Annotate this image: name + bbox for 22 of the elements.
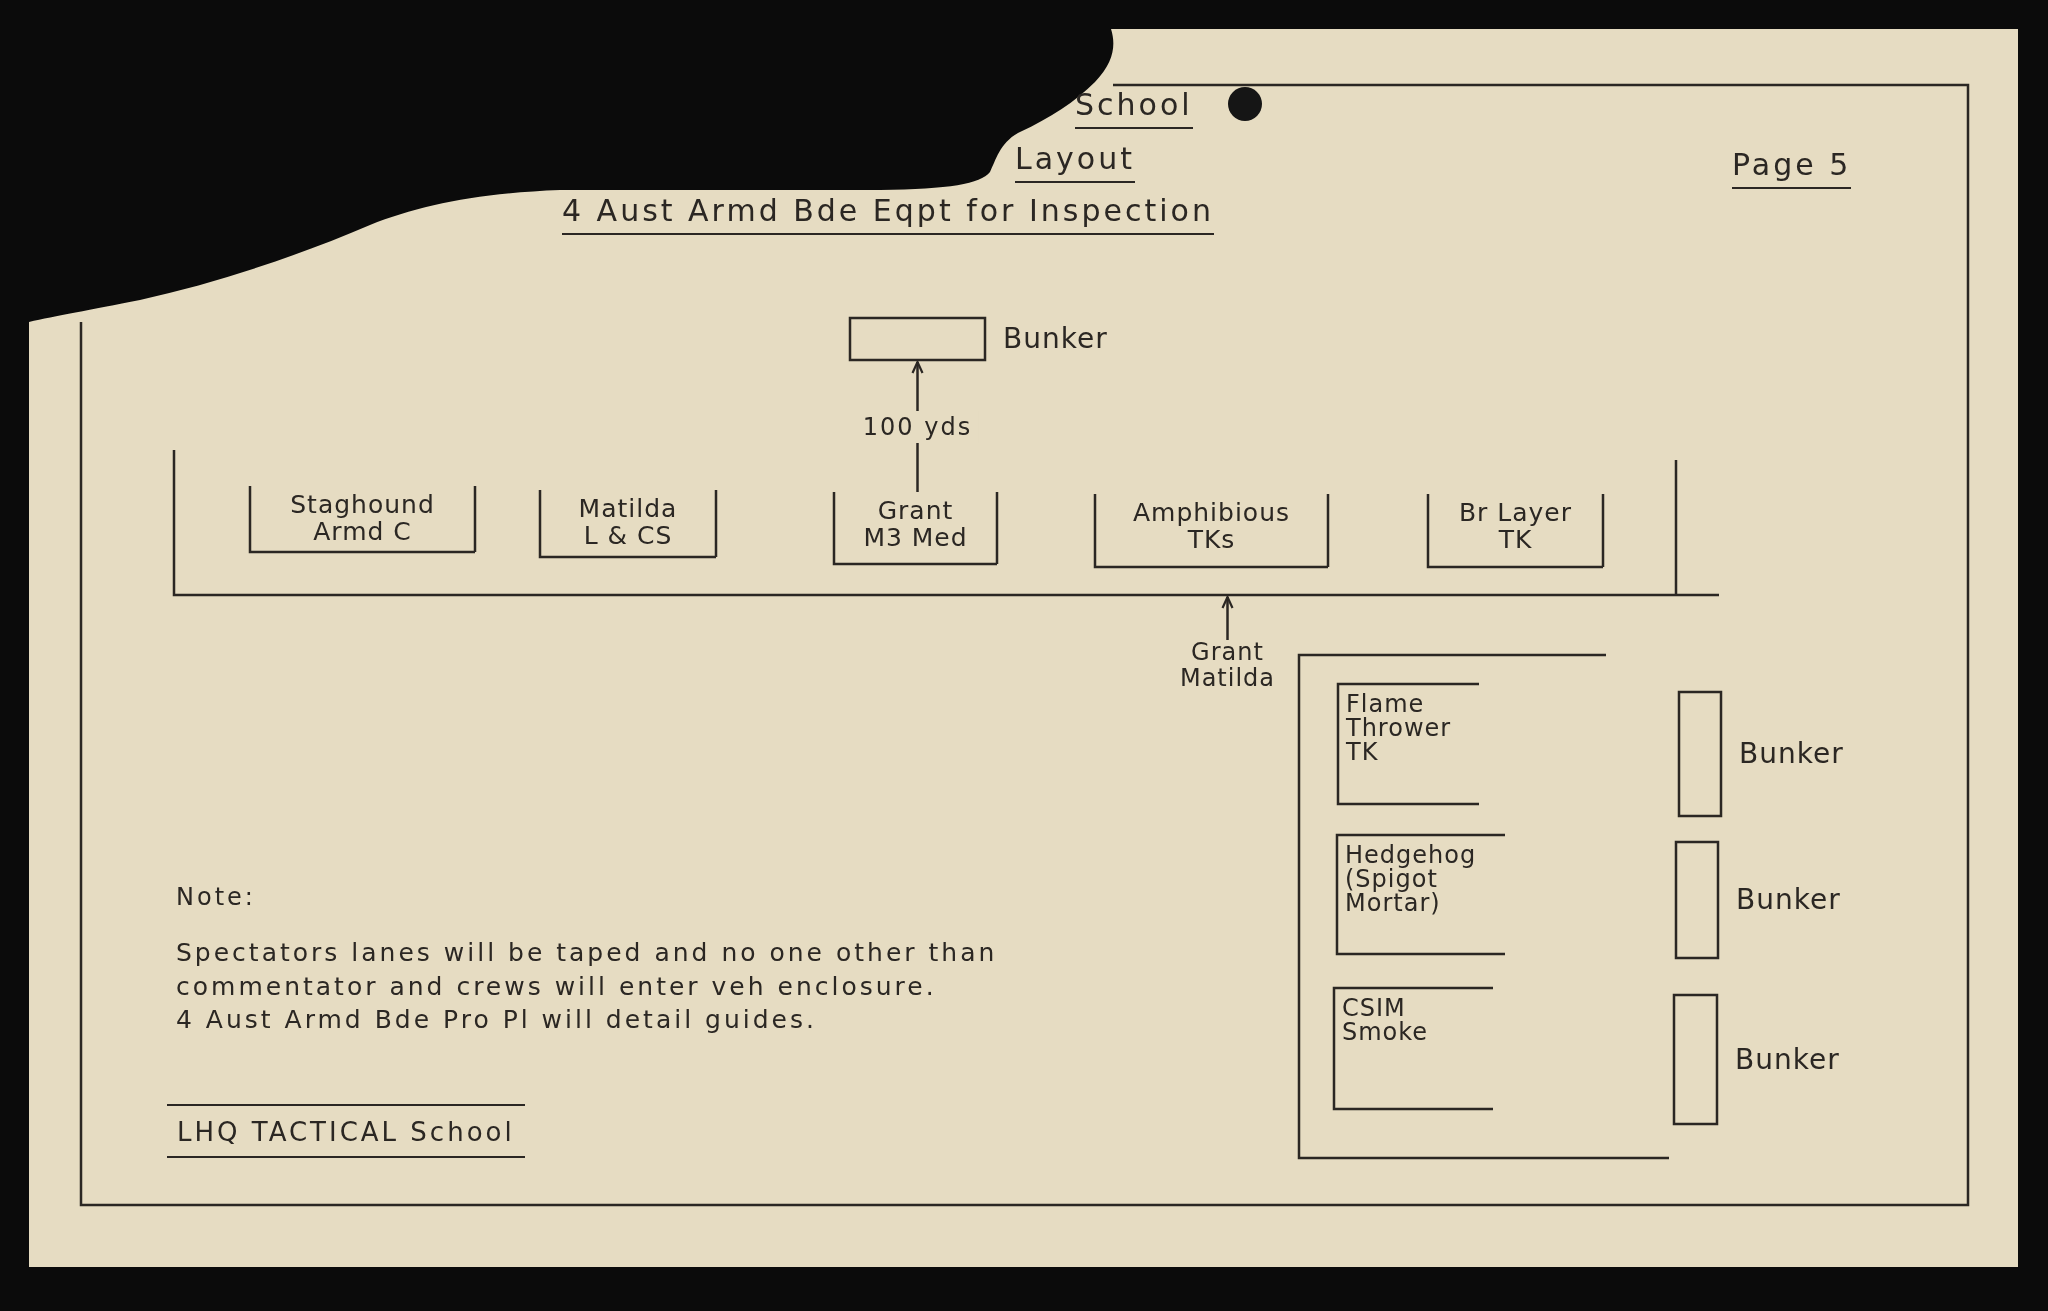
- note-heading: Note:: [176, 884, 256, 912]
- title-text: 4 Aust Armd Bde Eqpt for Inspection: [562, 194, 1214, 235]
- vehicle-label: Matilda L & CS: [577, 495, 679, 549]
- vehicle-label: Staghound Armd C: [289, 491, 436, 545]
- note-text: 4 Aust Armd Bde Pro Pl will detail guides.: [176, 1006, 817, 1035]
- bunker-label: Bunker: [1735, 1044, 1840, 1075]
- vehicle-label: Br Layer TK: [1457, 499, 1574, 553]
- vehicle-label: Grant Matilda: [1165, 640, 1290, 696]
- bunker-label: Bunker: [1739, 738, 1844, 770]
- note-text: Spectators lanes will be taped and no one other than commentator and crews will enter veh enclosure.: [176, 937, 999, 1003]
- exhibit-label: Flame Thrower TK: [1346, 692, 1453, 764]
- exhibit-label: CSIM Smoke: [1342, 996, 1430, 1044]
- bunker-label: Bunker: [1003, 323, 1108, 355]
- heading-text: Layout: [1015, 142, 1135, 183]
- bunker-label: Bunker: [1736, 884, 1841, 916]
- page-number: Page 5: [1732, 148, 1852, 189]
- footer-stamp: LHQ TACTICAL School: [167, 1104, 525, 1158]
- heading-text: School: [1075, 88, 1193, 129]
- exhibit-label: Hedgehog (Spigot Mortar): [1345, 843, 1478, 915]
- vehicle-label: Amphibious TKs: [1131, 499, 1292, 553]
- vehicle-label: Grant M3 Med: [862, 497, 969, 551]
- arrow: [1221, 595, 1234, 640]
